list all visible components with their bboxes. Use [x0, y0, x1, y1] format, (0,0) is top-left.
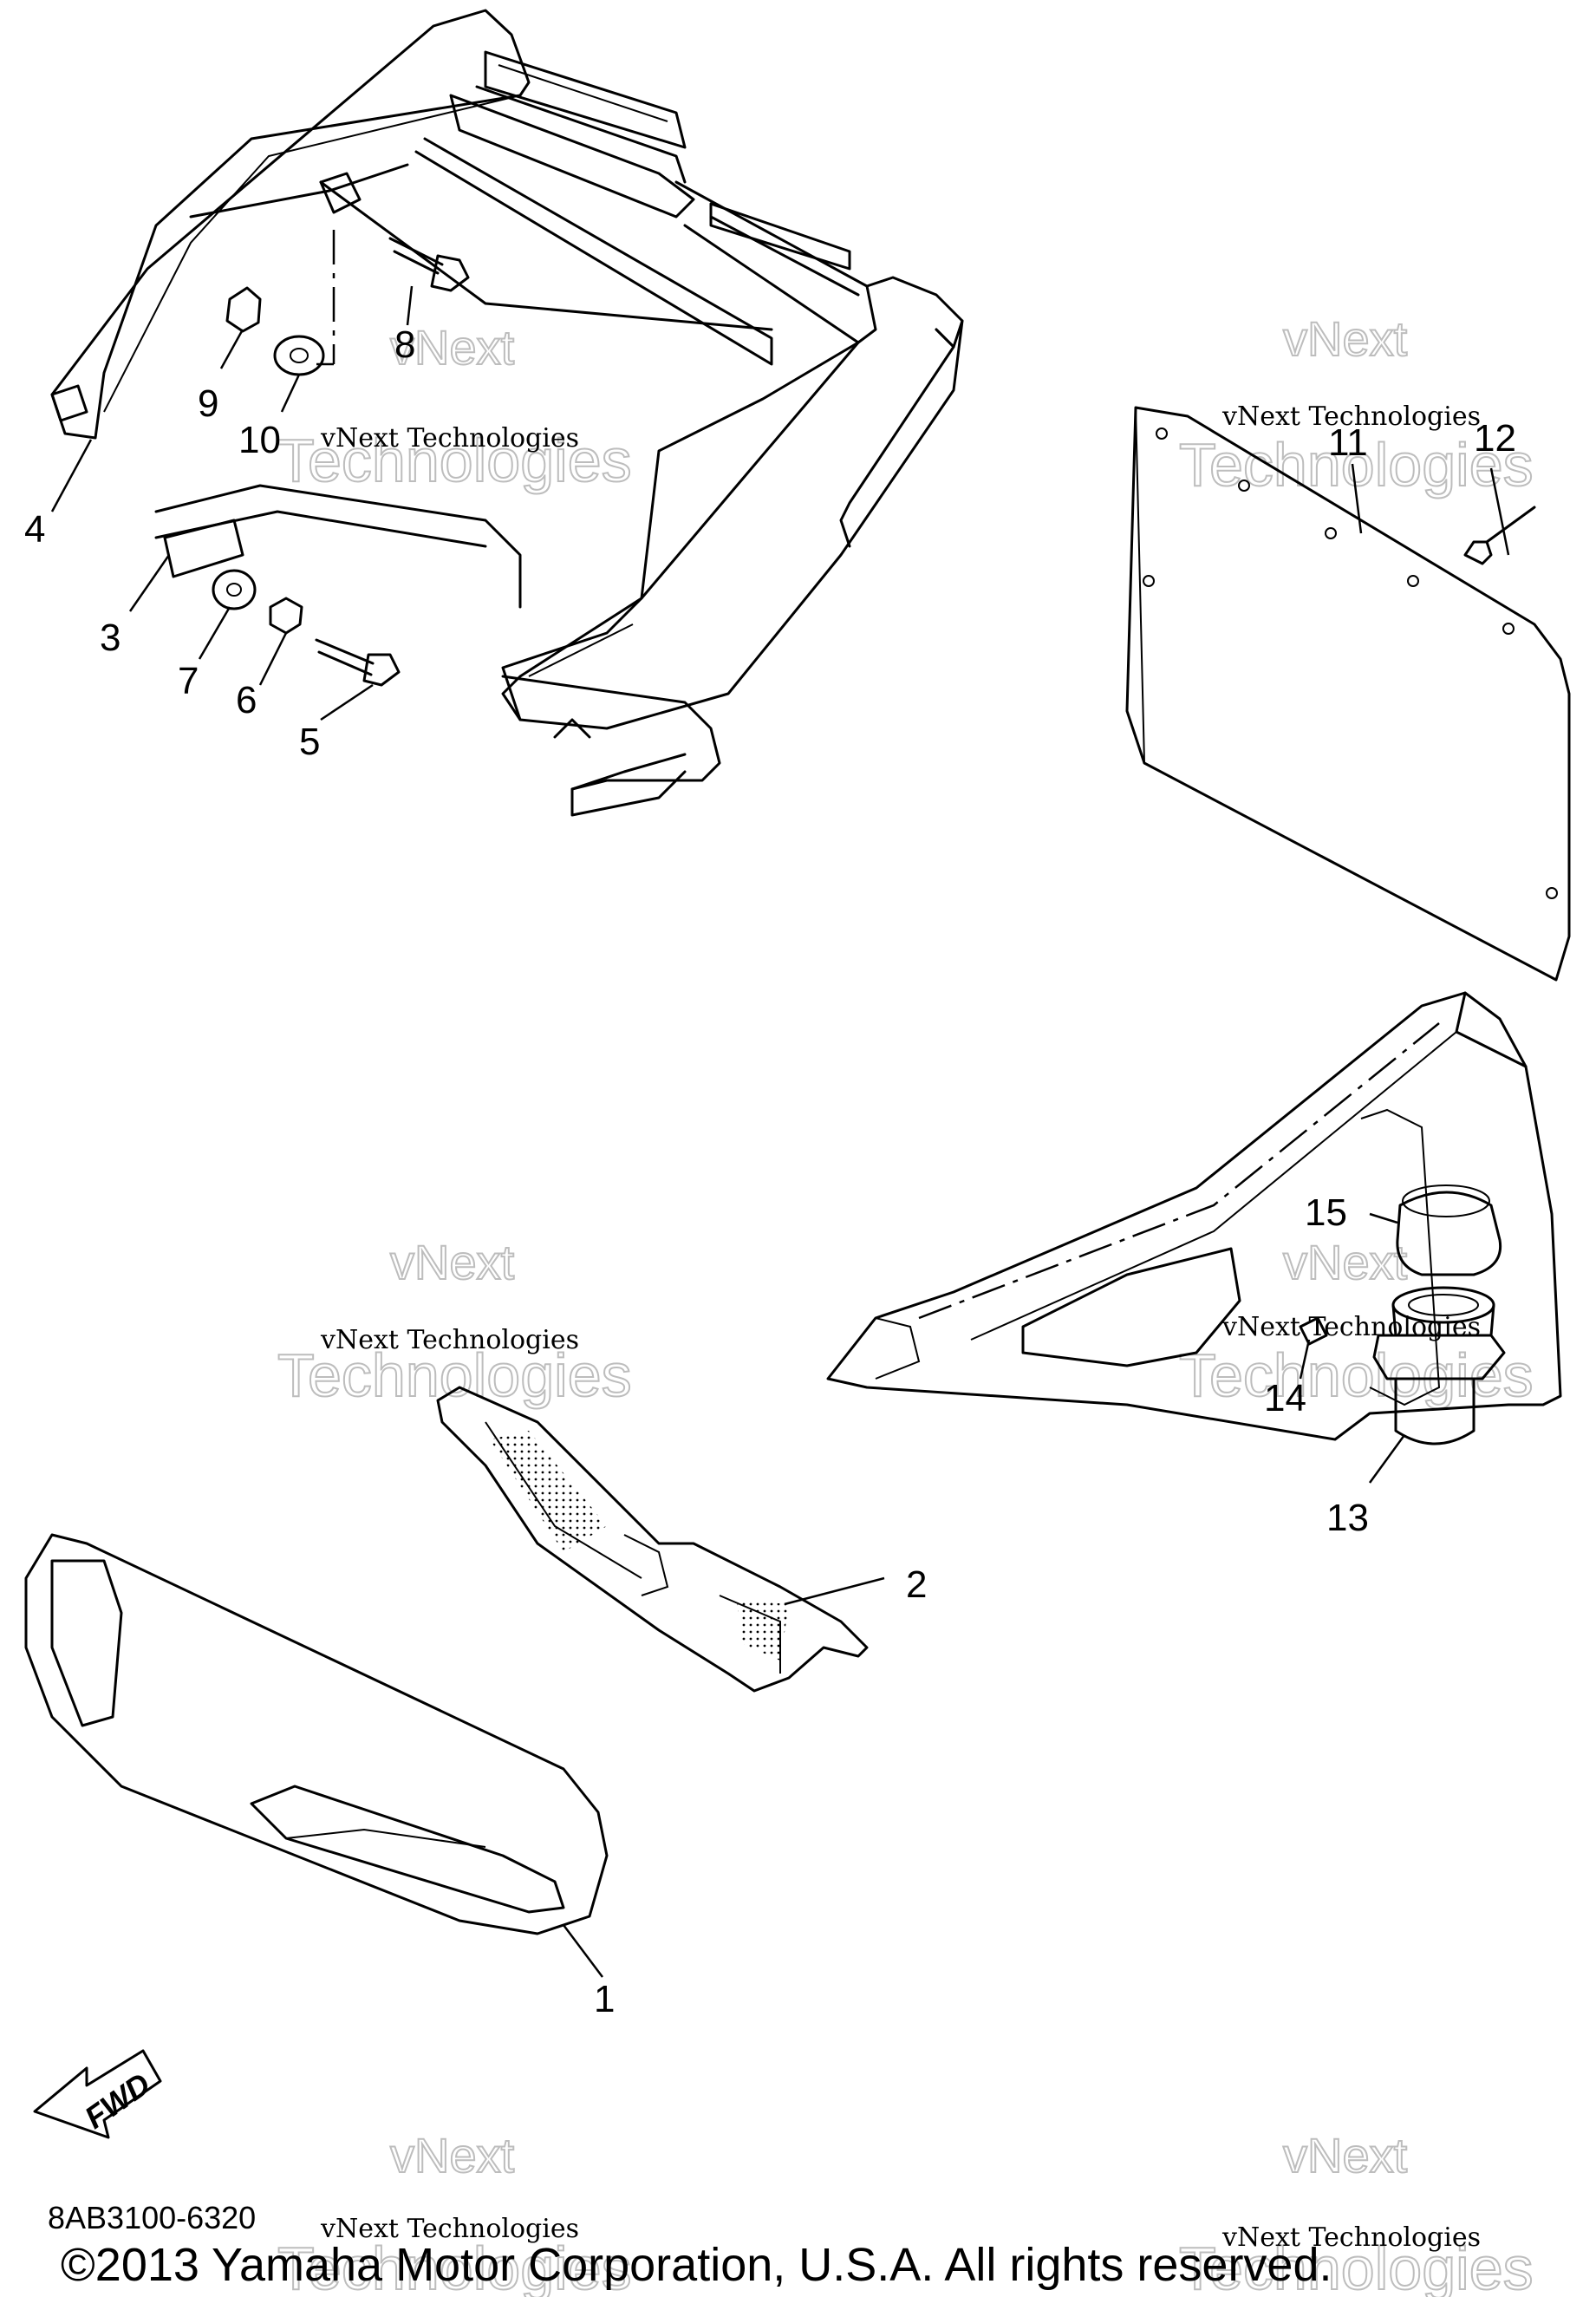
watermark-big-text: vNext: [1283, 1235, 1408, 1289]
part-13-storage: [826, 991, 1562, 1445]
callout-11: 11: [1328, 421, 1368, 464]
watermark-big-text: vNext: [390, 1235, 515, 1289]
callout-1: 1: [594, 1978, 615, 2020]
watermark-top-left: vNext Technologies vNext Technologies: [277, 319, 633, 495]
watermark-bottom-left: vNext Technologies vNext Technologies: [277, 2127, 633, 2297]
diagram-code: 8AB3100-6320: [48, 2200, 256, 2235]
callout-6: 6: [236, 679, 257, 721]
watermark-small-text: vNext Technologies: [1221, 2222, 1481, 2253]
callout-5: 5: [299, 721, 320, 763]
callout-9: 9: [198, 382, 218, 425]
part-4-frame-assembly: [50, 9, 964, 817]
part-11-panel: [1125, 406, 1571, 982]
callout-8: 8: [394, 323, 415, 366]
watermark-big-text: Technologies: [277, 1341, 632, 1409]
callout-7: 7: [178, 660, 199, 702]
watermark-big-text: vNext: [1283, 311, 1408, 366]
watermark-top-right: vNext Technologies vNext Technologies: [1178, 310, 1534, 499]
copyright-text: ©2013 Yamaha Motor Corporation, U.S.A. A…: [61, 2239, 1332, 2291]
fwd-arrow-icon: FWD: [33, 2049, 162, 2139]
callout-3: 3: [100, 617, 121, 659]
watermark-bottom-right: vNext Technologies vNext Technologies: [1178, 2127, 1534, 2297]
callout-12: 12: [1474, 417, 1516, 460]
watermark-mid-left: vNext Technologies vNext Technologies: [277, 1234, 633, 1410]
callout-10: 10: [238, 419, 281, 461]
fwd-label: FWD: [78, 2065, 157, 2136]
callout-labels: 4 3 7 6 5 8 9 10 11 12 15 14 13 2 1: [24, 323, 1516, 2020]
leader-lines: [50, 285, 1510, 1978]
part-1-grab-handle: [24, 1533, 609, 1935]
watermark-group: vNext Technologies vNext Technologies vN…: [277, 310, 1534, 2297]
watermark-big-text: Technologies: [1179, 2235, 1534, 2297]
watermark-small-text: vNext Technologies: [320, 423, 579, 454]
watermark-big-text: Technologies: [1179, 1341, 1534, 1409]
watermark-small-text: vNext Technologies: [1221, 1312, 1481, 1342]
watermark-mid-right: vNext Technologies vNext Technologies: [1178, 1234, 1534, 1410]
part-2-strap: [436, 1386, 869, 1693]
callout-4: 4: [24, 508, 45, 551]
watermark-small-text: vNext Technologies: [320, 1325, 579, 1355]
watermark-big-text: vNext: [390, 320, 515, 375]
watermark-big-text: vNext: [390, 2128, 515, 2183]
callout-15: 15: [1305, 1191, 1347, 1234]
watermark-small-text: vNext Technologies: [1221, 401, 1481, 432]
hardware-group: [212, 230, 470, 687]
callout-13: 13: [1326, 1497, 1369, 1539]
watermark-big-text: vNext: [1283, 2128, 1408, 2183]
watermark-big-text: Technologies: [277, 427, 632, 494]
watermark-big-text: Technologies: [277, 2235, 632, 2297]
callout-2: 2: [906, 1563, 927, 1606]
watermark-small-text: vNext Technologies: [320, 2214, 579, 2244]
callout-14: 14: [1264, 1377, 1306, 1419]
